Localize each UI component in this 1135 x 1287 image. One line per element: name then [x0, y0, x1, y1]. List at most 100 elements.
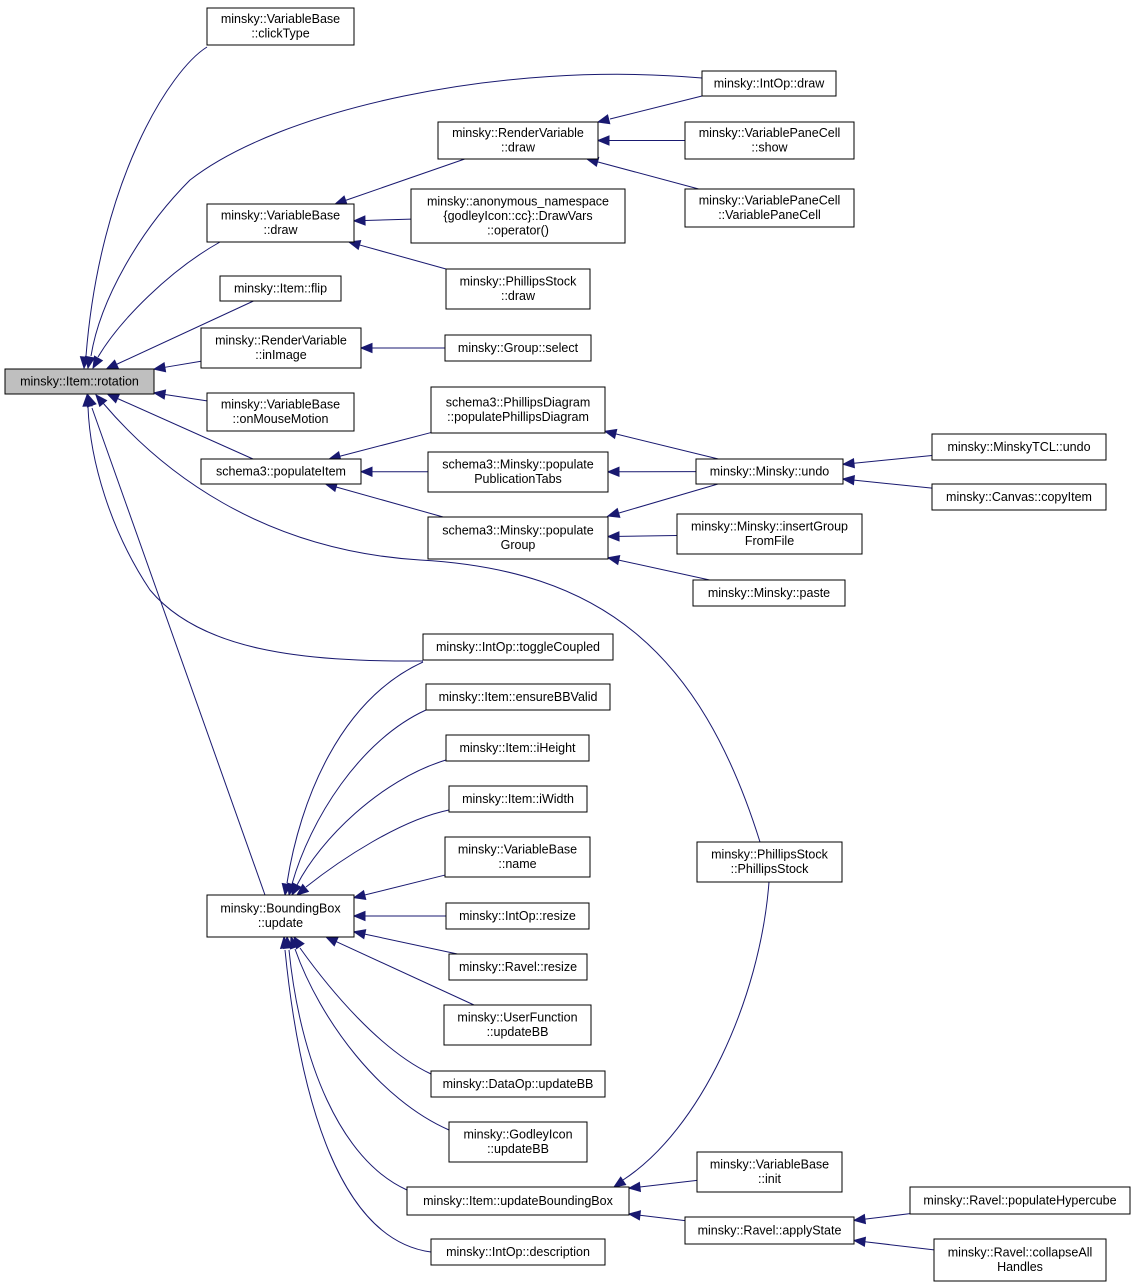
node-label-line: minsky::Ravel::populateHypercube	[923, 1193, 1116, 1207]
node-ps-draw[interactable]: minsky::PhillipsStock::draw	[445, 268, 591, 310]
edge-arrowhead	[324, 936, 339, 947]
node-label-line: minsky::Minsky::undo	[710, 464, 830, 478]
node-iWidth[interactable]: minsky::Item::iWidth	[448, 785, 588, 813]
node-group-select[interactable]: minsky::Group::select	[444, 334, 592, 362]
edge-arrowhead	[333, 195, 348, 206]
node-ravel-resize[interactable]: minsky::Ravel::resize	[448, 953, 588, 981]
node-label-line: schema3::Minsky::populate	[442, 458, 594, 472]
node-bb-update[interactable]: minsky::BoundingBox::update	[206, 894, 355, 938]
node-intop-desc[interactable]: minsky::IntOp::description	[430, 1238, 606, 1266]
edge-minsky_undo-to-m_popPubTabs	[606, 466, 697, 478]
edge-rv_inImage-to-rotation	[152, 360, 202, 373]
edge-iHeight-to-bb_update	[291, 759, 447, 897]
node-box	[200, 458, 362, 485]
node-vb-init[interactable]: minsky::VariableBase::init	[696, 1151, 843, 1193]
node-canvas-copyItem[interactable]: minsky::Canvas::copyItem	[931, 483, 1107, 511]
edge-line	[622, 881, 770, 1181]
node-dataop-updateBB[interactable]: minsky::DataOp::updateBB	[430, 1070, 606, 1098]
node-label-line: ::operator()	[487, 223, 549, 237]
edge-vb_name-to-bb_update	[352, 874, 446, 901]
node-label-line: minsky::UserFunction	[457, 1011, 577, 1025]
node-box	[430, 1070, 606, 1098]
edge-line	[91, 407, 266, 896]
node-label-line: FromFile	[745, 534, 794, 548]
node-box	[931, 433, 1107, 461]
node-box	[684, 1216, 855, 1245]
node-updateBoundingBox[interactable]: minsky::Item::updateBoundingBox	[406, 1186, 630, 1216]
edge-line	[305, 809, 450, 888]
edge-line	[87, 406, 424, 662]
node-label-line: minsky::IntOp::resize	[459, 909, 576, 923]
edge-arrowhead	[841, 474, 855, 486]
node-label-line: schema3::Minsky::populate	[442, 524, 594, 538]
node-label-line: minsky::anonymous_namespace	[427, 194, 609, 208]
node-ravel-popHyper[interactable]: minsky::Ravel::populateHypercube	[909, 1186, 1131, 1215]
node-label-line: ::draw	[263, 223, 298, 237]
node-rv-draw[interactable]: minsky::RenderVariable::draw	[437, 121, 599, 160]
node-box	[200, 327, 362, 369]
node-toggleCoupled[interactable]: minsky::IntOp::toggleCoupled	[422, 633, 614, 661]
node-label-line: minsky::GodleyIcon	[463, 1128, 572, 1142]
node-label-line: minsky::RenderVariable	[452, 126, 584, 140]
edge-arrowhead	[603, 428, 618, 440]
node-label-line: schema3::populateItem	[216, 464, 346, 478]
edge-intop_draw-to-rotation	[84, 73, 703, 370]
edge-line	[609, 95, 703, 120]
node-label-line: ::VariablePaneCell	[718, 208, 821, 222]
node-label-line: minsky::MinskyTCL::undo	[947, 440, 1090, 454]
node-label-line: minsky::VariablePaneCell	[699, 194, 841, 208]
node-vb-onMouseMotion[interactable]: minsky::VariableBase::onMouseMotion	[206, 392, 355, 432]
edge-line	[853, 455, 933, 464]
node-box	[684, 121, 855, 160]
node-minsky-undo[interactable]: minsky::Minsky::undo	[695, 458, 844, 485]
edge-line	[284, 949, 432, 1253]
edge-arrowhead	[105, 359, 120, 370]
node-box	[444, 334, 592, 362]
node-vpc-show[interactable]: minsky::VariablePaneCell::show	[684, 121, 855, 160]
node-ps-ctor[interactable]: minsky::PhillipsStock::PhillipsStock	[696, 841, 843, 883]
node-label-line: minsky::BoundingBox	[220, 902, 341, 916]
edge-vb_init-to-updateBoundingBox	[627, 1179, 698, 1193]
node-item-flip[interactable]: minsky::Item::flip	[219, 275, 342, 302]
node-label-line: ::show	[751, 141, 788, 155]
node-rotation[interactable]: minsky::Item::rotation	[4, 368, 155, 395]
node-vb-clickType[interactable]: minsky::VariableBase::clickType	[206, 7, 355, 46]
edge-arrowhead	[279, 935, 291, 949]
node-rv-inImage[interactable]: minsky::RenderVariable::inImage	[200, 327, 362, 369]
node-uf-updateBB[interactable]: minsky::UserFunction::updateBB	[443, 1004, 592, 1046]
node-tcl-undo[interactable]: minsky::MinskyTCL::undo	[931, 433, 1107, 461]
edge-m_popPubTabs-to-populateItem	[359, 466, 429, 477]
node-vpc-ctor[interactable]: minsky::VariablePaneCell::VariablePaneCe…	[684, 188, 855, 228]
edge-minsky_undo-to-pd_populate	[603, 428, 719, 460]
node-intop-resize[interactable]: minsky::IntOp::resize	[445, 902, 590, 930]
node-vb-name[interactable]: minsky::VariableBase::name	[444, 836, 591, 878]
node-box	[676, 513, 863, 555]
edge-arrowhead	[291, 882, 302, 897]
node-box	[430, 1238, 606, 1266]
edge-line	[335, 941, 475, 1006]
node-iHeight[interactable]: minsky::Item::iHeight	[445, 734, 590, 762]
node-box	[430, 386, 606, 434]
node-ravel-applyState[interactable]: minsky::Ravel::applyState	[684, 1216, 855, 1245]
node-vb-draw[interactable]: minsky::VariableBase::draw	[206, 203, 355, 243]
edge-bb_update-to-rotation	[86, 393, 266, 896]
node-pd-populate[interactable]: schema3::PhillipsDiagram::populatePhilli…	[430, 386, 606, 434]
node-godley-updateBB[interactable]: minsky::GodleyIcon::updateBB	[448, 1121, 588, 1163]
node-drawvars[interactable]: minsky::anonymous_namespace{godleyIcon::…	[410, 188, 626, 244]
node-box	[445, 734, 590, 762]
node-ensureBB[interactable]: minsky::Item::ensureBBValid	[425, 683, 611, 711]
node-label-line: minsky::Item::iHeight	[459, 741, 576, 755]
node-label-line: ::clickType	[251, 27, 309, 41]
edge-arrowhead	[347, 240, 362, 251]
node-populateItem[interactable]: schema3::populateItem	[200, 458, 362, 485]
edge-vpc_ctor-to-rv_draw	[585, 156, 699, 190]
node-box	[448, 785, 588, 813]
edge-line	[364, 218, 412, 222]
node-intop-draw[interactable]: minsky::IntOp::draw	[701, 70, 837, 97]
node-minsky-paste[interactable]: minsky::Minsky::paste	[692, 579, 846, 607]
